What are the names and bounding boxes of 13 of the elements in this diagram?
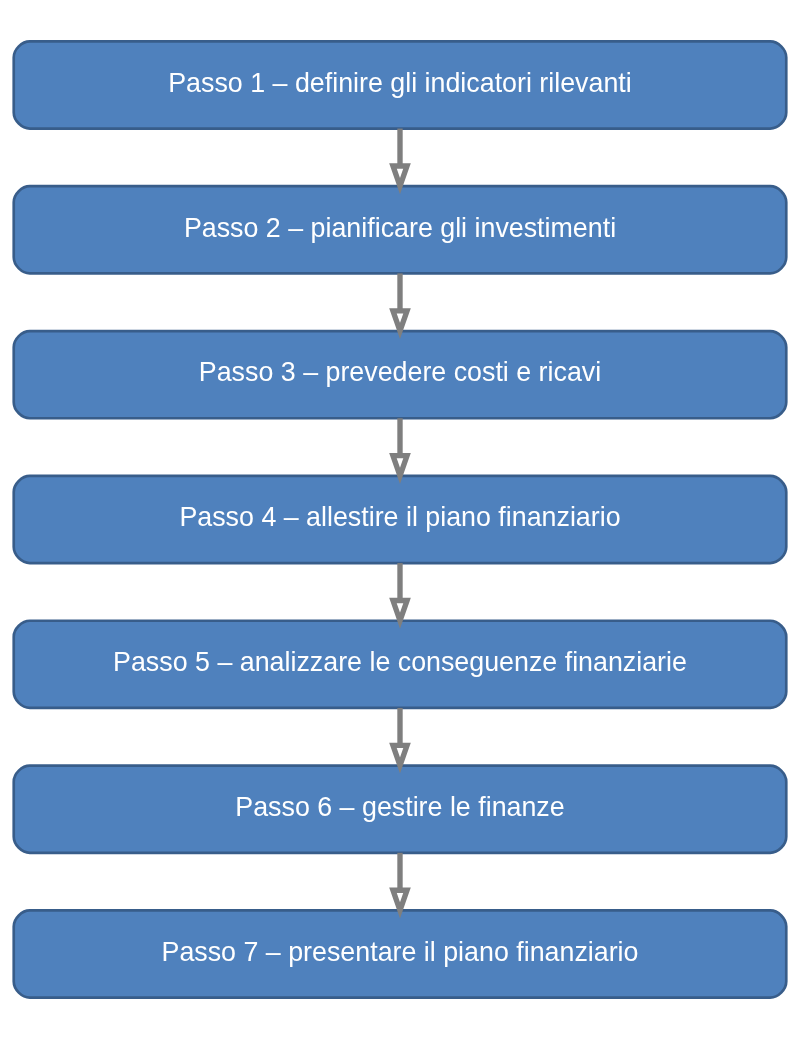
node-box: Passo 3 – prevedere costi e ricavi: [12, 329, 788, 420]
node-box: Passo 7 – presentare il piano finanziario: [12, 909, 788, 999]
arrow: [389, 128, 411, 195]
arrow: [389, 418, 411, 484]
arrow: [389, 273, 411, 340]
arrow: [389, 707, 411, 774]
arrow: [389, 563, 411, 629]
node-box: Passo 5 – analizzare le conseguenze finanziarie: [12, 619, 788, 710]
arrow: [389, 852, 411, 919]
node-box: Passo 4 – allestire il piano finanziario: [12, 474, 788, 565]
node-box: Passo 1 – definire gli indicatori rilevanti: [12, 40, 788, 130]
node-box: Passo 6 – gestire le finanze: [12, 764, 788, 855]
node-box: Passo 2 – pianificare gli investimenti: [12, 184, 788, 275]
